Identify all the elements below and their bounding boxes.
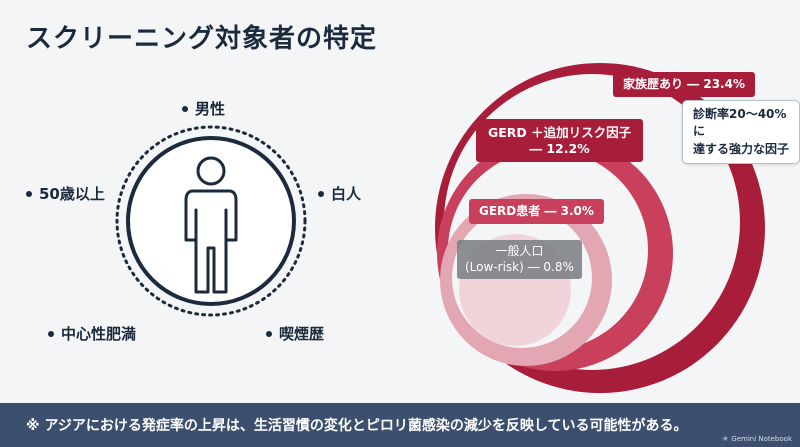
person-icon [184, 156, 238, 294]
criterion-white-label: 白人 [331, 185, 362, 203]
label-general-line1: 一般人口 [495, 244, 544, 258]
criterion-age-label: 50歳以上 [39, 185, 105, 203]
criterion-age: 50歳以上 [26, 183, 105, 204]
label-family-history: 家族歴あり ― 23.4% [613, 72, 755, 97]
brand-watermark: ✳ Gemini Notebook [722, 435, 792, 443]
criterion-obesity-label: 中心性肥満 [61, 325, 137, 343]
bullet-dot [182, 105, 188, 112]
bullet-dot [48, 330, 54, 337]
label-gerd-risk: GERD ＋追加リスク因子 ― 12.2% [476, 119, 644, 163]
dotted-ring [115, 125, 307, 317]
note-callout: 診断率20〜40%に 達する強力な因子 [682, 100, 800, 165]
footer-text: ※ アジアにおける発症率の上昇は、生活習慣の変化とピロリ菌感染の減少を反映してい… [26, 418, 688, 434]
criterion-male-label: 男性 [195, 100, 226, 118]
bullet-dot [26, 190, 32, 197]
label-gerd: GERD患者 ― 3.0% [469, 199, 604, 224]
note-line2: 達する強力な因子 [693, 141, 790, 156]
bullet-dot [318, 190, 324, 197]
criterion-smoking-label: 喫煙歴 [279, 325, 325, 343]
brand-text: Gemini Notebook [731, 435, 792, 443]
label-gerd-risk-line1: GERD ＋追加リスク因子 [488, 125, 632, 140]
label-general-line2: (Low-risk) ― 0.8% [465, 259, 574, 274]
solid-ring [126, 136, 296, 306]
brand-icon: ✳ [722, 435, 729, 443]
criterion-obesity: 中心性肥満 [48, 323, 136, 344]
criterion-white: 白人 [318, 183, 361, 204]
label-gerd-risk-line2: ― 12.2% [529, 140, 590, 156]
page-title: スクリーニング対象者の特定 [26, 24, 378, 54]
label-general: 一般人口 (Low-risk) ― 0.8% [457, 240, 582, 280]
criterion-male: 男性 [182, 98, 225, 119]
footer-banner: ※ アジアにおける発症率の上昇は、生活習慣の変化とピロリ菌感染の減少を反映してい… [0, 403, 800, 447]
note-line1: 診断率20〜40%に [693, 107, 787, 139]
criterion-smoking: 喫煙歴 [266, 323, 324, 344]
bullet-dot [266, 330, 272, 337]
